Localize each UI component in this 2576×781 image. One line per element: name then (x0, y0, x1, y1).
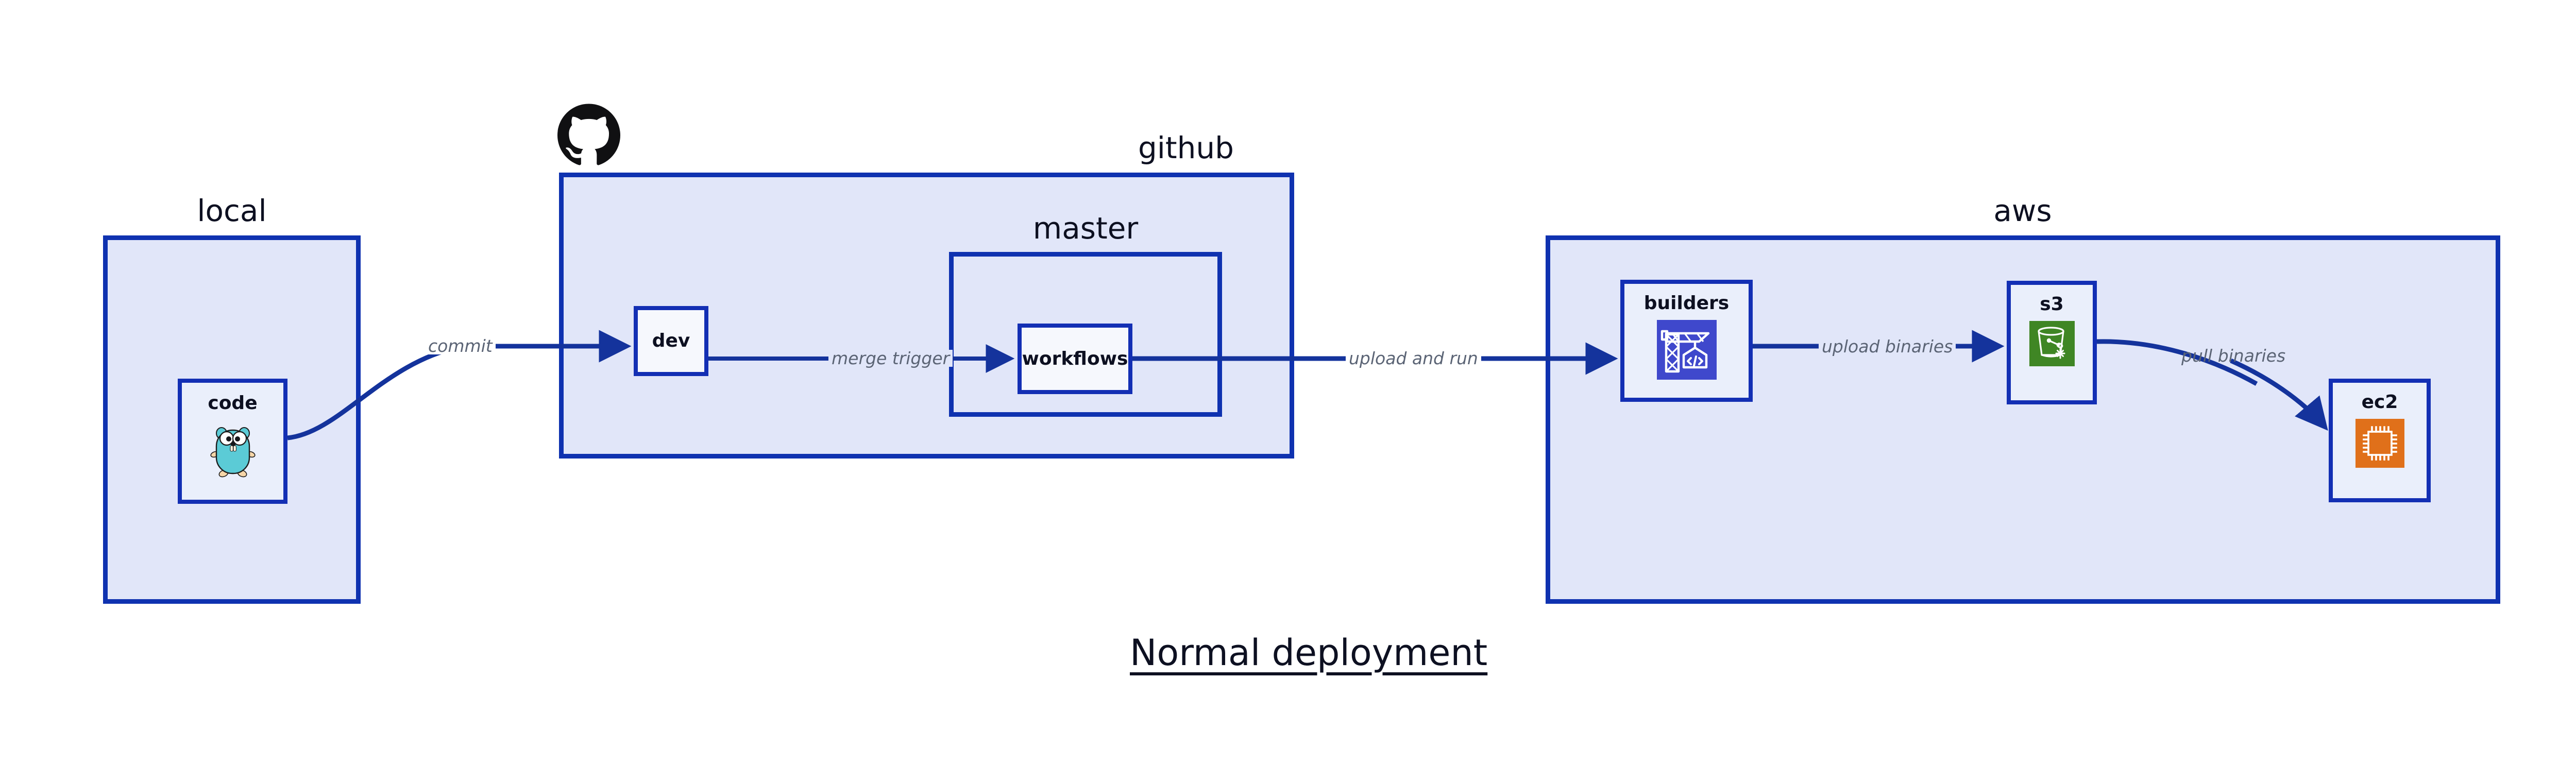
node-builders-label: builders (1643, 293, 1730, 314)
edge-label-upload-and-run: upload and run (1346, 350, 1481, 367)
group-label-aws: aws (1993, 193, 2052, 228)
node-s3[interactable]: s3 (2007, 281, 2097, 404)
node-ec2[interactable]: ec2 (2329, 379, 2431, 502)
edge-label-merge-trigger: merge trigger (828, 350, 953, 367)
group-label-master: master (1032, 211, 1139, 246)
node-workflows[interactable]: workflows (1018, 324, 1132, 394)
edge-label-pull-binaries: pull binaries (2181, 346, 2286, 366)
go-gopher-icon (210, 422, 256, 478)
node-s3-label: s3 (2040, 294, 2064, 315)
edge-label-upload-binaries: upload binaries (1819, 338, 1956, 355)
group-label-local: local (197, 193, 267, 228)
aws-ec2-icon (2355, 419, 2404, 468)
node-dev-label: dev (652, 330, 690, 351)
edge-label-commit: commit (425, 337, 496, 354)
page-title: Normal deployment (1130, 632, 1488, 674)
node-builders[interactable]: builders (1620, 280, 1753, 402)
node-code-label: code (208, 393, 258, 414)
node-workflows-label: workflows (1022, 348, 1128, 369)
aws-builders-icon (1656, 320, 1717, 380)
node-dev[interactable]: dev (634, 306, 708, 376)
node-code[interactable]: code (178, 379, 287, 504)
group-label-github: github (1138, 130, 1234, 165)
aws-s3-icon (2029, 321, 2075, 366)
github-logo-icon (557, 103, 620, 167)
node-ec2-label: ec2 (2361, 392, 2398, 413)
